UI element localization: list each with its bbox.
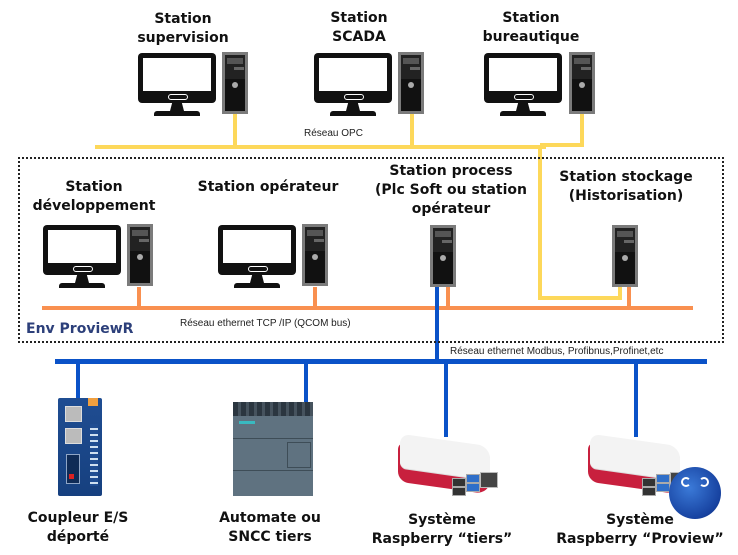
env-proviewr-boundary	[18, 157, 724, 343]
monitor-icon	[43, 225, 121, 289]
ethernet-bus	[42, 306, 693, 310]
opc-network-bus	[95, 145, 546, 149]
plc-icon	[233, 402, 313, 496]
station-scada-label: Station SCADA	[330, 10, 388, 45]
ethernet-network-label: Réseau ethernet TCP /IP (QCOM bus)	[180, 318, 351, 329]
monitor-icon	[484, 53, 562, 117]
io-coupler-icon	[58, 398, 102, 496]
opc-drop-scada	[410, 113, 414, 147]
computer-tower-icon	[569, 52, 595, 114]
raspberry-tiers-label: Système Raspberry “tiers”	[371, 512, 513, 547]
proview-owl-logo-icon	[669, 467, 721, 519]
monitor-icon	[314, 53, 392, 117]
station-operateur-label: Station opérateur	[197, 179, 339, 195]
opc-link-bureautique	[540, 143, 584, 147]
monitor-icon	[218, 225, 296, 289]
opc-link-to-stockage	[538, 296, 622, 300]
fieldbus-drop-plc	[304, 362, 308, 404]
ethernet-drop-dev	[137, 287, 141, 307]
fieldbus-bus	[55, 359, 707, 364]
fieldbus-drop-pi-tiers	[444, 362, 448, 437]
opc-link-to-stockage	[618, 285, 622, 300]
computer-tower-icon	[612, 225, 638, 287]
opc-link-to-stockage	[538, 145, 542, 299]
opc-drop-supervision	[233, 113, 237, 147]
opc-network-label: Réseau OPC	[304, 128, 363, 139]
station-developpement-label: Station développement	[32, 179, 156, 214]
fieldbus-drop-pi-proview	[634, 362, 638, 437]
fieldbus-link-process	[435, 287, 439, 363]
station-bureautique-label: Station bureautique	[482, 10, 580, 45]
computer-tower-icon	[398, 52, 424, 114]
opc-drop-bureautique	[580, 113, 584, 147]
ethernet-drop-process	[446, 287, 450, 307]
raspberry-proview-label: Système Raspberry “Proview”	[556, 512, 724, 547]
computer-tower-icon	[430, 225, 456, 287]
station-supervision-label: Station supervision	[137, 11, 229, 46]
automate-label: Automate ou SNCC tiers	[219, 510, 321, 545]
station-process-label: Station process (Plc Soft ou station opé…	[375, 163, 527, 217]
fieldbus-network-label: Réseau ethernet Modbus, Profibnus,Profin…	[450, 346, 664, 357]
ethernet-drop-stockage	[627, 287, 631, 307]
monitor-icon	[138, 53, 216, 117]
station-stockage-label: Station stockage (Historisation)	[559, 169, 693, 204]
computer-tower-icon	[222, 52, 248, 114]
computer-tower-icon	[302, 224, 328, 286]
ethernet-drop-operateur	[313, 287, 317, 307]
coupleur-es-label: Coupleur E/S déporté	[27, 510, 129, 545]
computer-tower-icon	[127, 224, 153, 286]
raspberry-pi-icon	[398, 433, 498, 496]
fieldbus-drop-coupler	[76, 362, 80, 400]
env-proviewr-label: Env ProviewR	[26, 321, 134, 337]
